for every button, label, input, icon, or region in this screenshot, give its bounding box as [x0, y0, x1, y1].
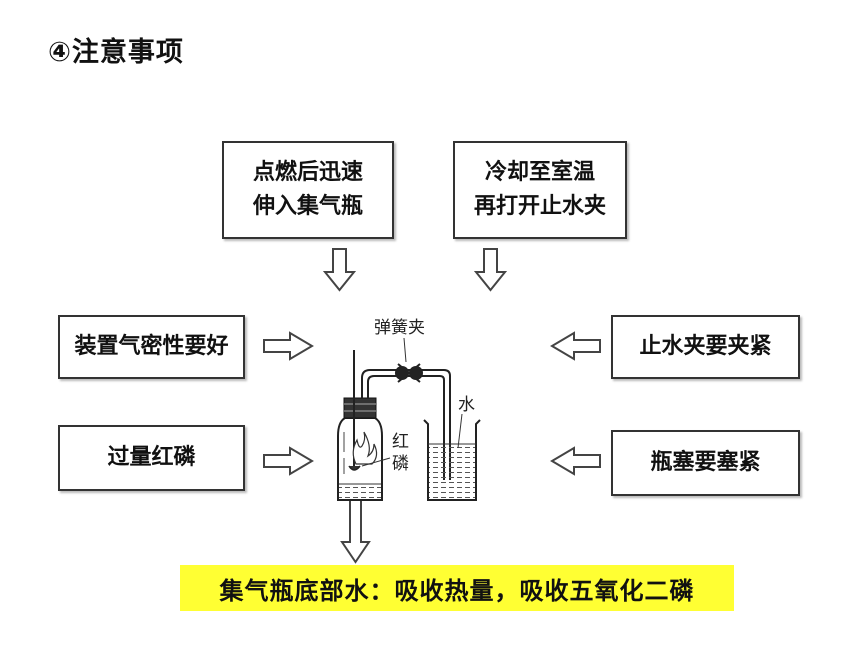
note-line: 再打开止水夹: [473, 194, 606, 219]
note-box-clamp-tight: 止水夹要夹紧: [611, 315, 800, 379]
note-box-cool-then-open: 冷却至室温 再打开止水夹: [453, 141, 627, 239]
note-box-excess-phosphorus: 过量红磷: [58, 425, 245, 491]
phosphorus-label-2: 磷: [392, 454, 409, 474]
arrow-right-left-2-icon: [263, 446, 314, 476]
note-line: 伸入集气瓶: [252, 194, 363, 219]
note-box-stopper-tight: 瓶塞要塞紧: [611, 430, 800, 496]
note-line: 过量红磷: [107, 445, 196, 470]
note-box-airtight: 装置气密性要好: [58, 315, 245, 379]
beaker: [423, 419, 481, 501]
water-label: 水: [458, 395, 475, 415]
arrow-right-left-1-icon: [263, 331, 314, 361]
phosphorus-label-1: 红: [392, 432, 409, 452]
stopper: [343, 397, 377, 419]
page-title: ④注意事项: [48, 37, 184, 68]
note-line: 止水夹要夹紧: [639, 334, 772, 359]
note-line: 装置气密性要好: [74, 334, 229, 359]
spring-clamp-icon: [395, 363, 423, 383]
arrow-down-bottom-icon: [340, 499, 371, 564]
summary-banner: 集气瓶底部水：吸收热量，吸收五氧化二磷: [180, 565, 734, 611]
clamp-label: 弹簧夹: [374, 318, 425, 338]
note-line: 冷却至室温: [484, 160, 595, 185]
note-box-ignite-quickly: 点燃后迅速 伸入集气瓶: [222, 141, 394, 239]
arrow-down-top-right-icon: [473, 248, 508, 292]
arrow-left-right-2-icon: [550, 446, 601, 476]
note-line: 点燃后迅速: [252, 160, 363, 185]
note-line: 瓶塞要塞紧: [650, 450, 761, 475]
flame-icon: [352, 431, 378, 465]
arrow-down-top-left-icon: [322, 248, 357, 292]
arrow-left-right-1-icon: [550, 331, 601, 361]
